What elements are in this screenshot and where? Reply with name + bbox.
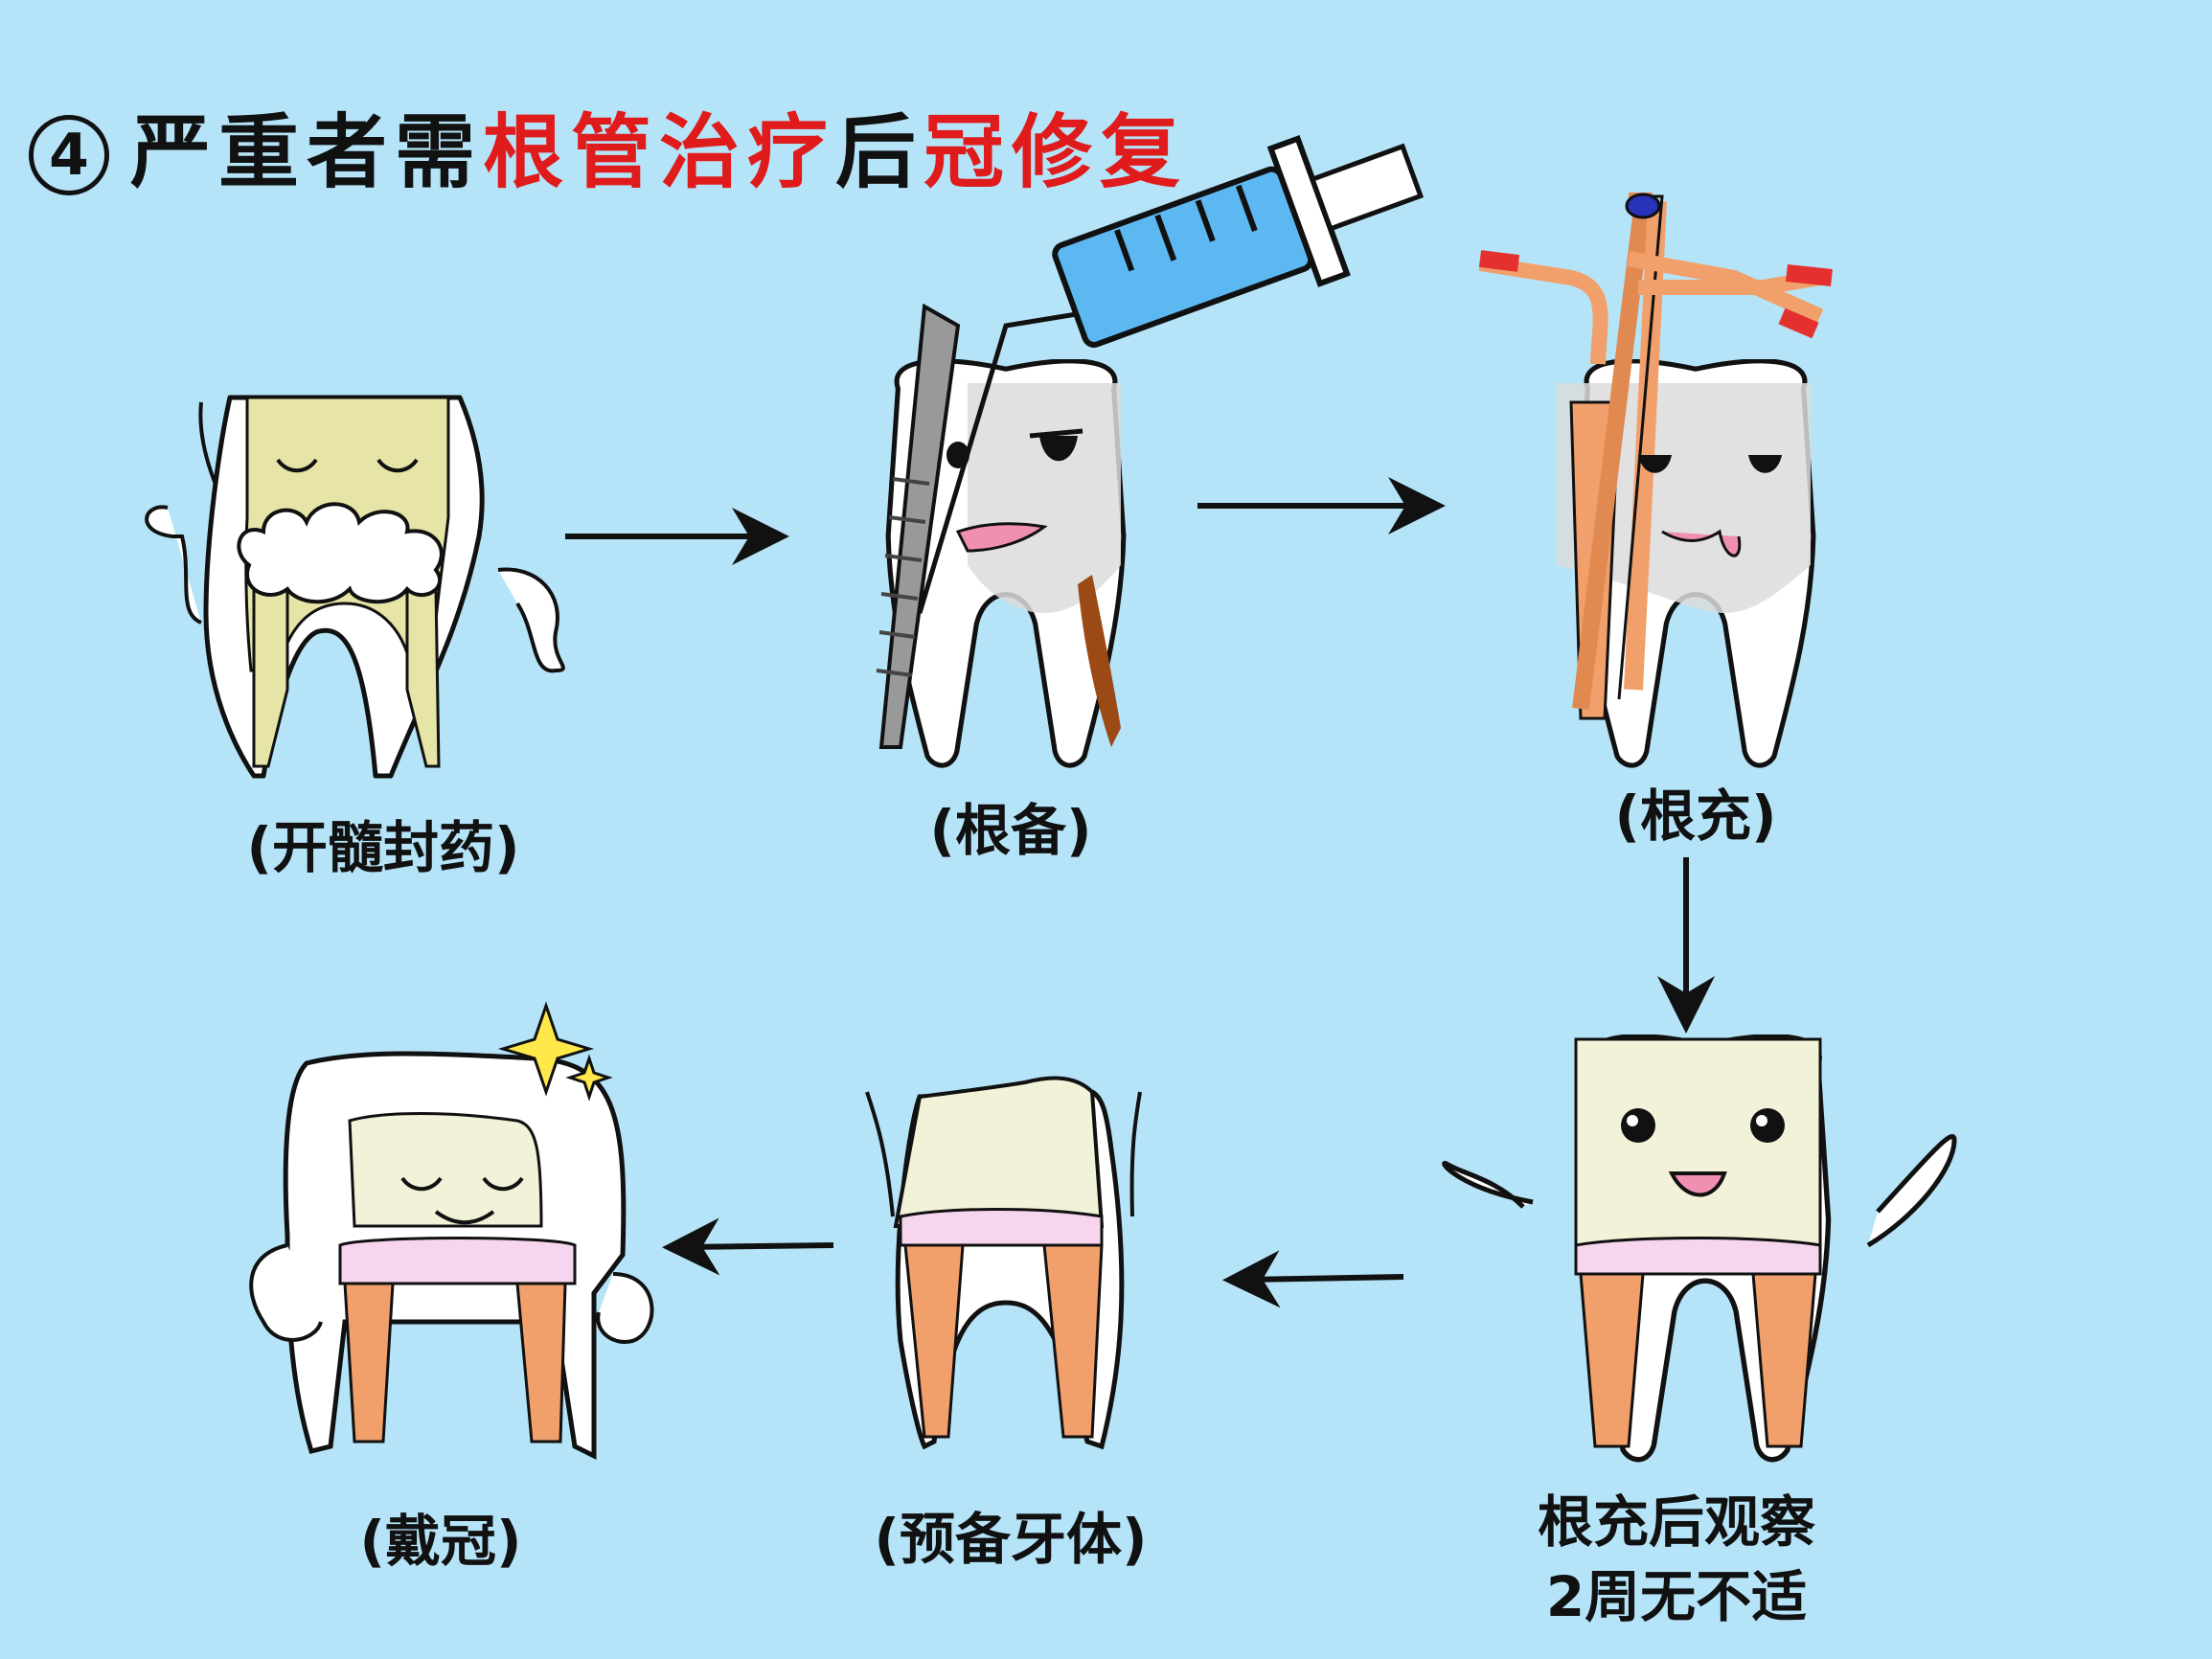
step-label-crown-fitting: (戴冠)	[359, 1509, 522, 1574]
tooth-step-6	[249, 1001, 654, 1461]
small-sparkle-icon	[565, 1054, 613, 1102]
sparkle-icon	[497, 1001, 595, 1097]
step-label-open-pulp: (开髓封药)	[246, 815, 520, 880]
step-label-tooth-preparation: (预备牙体)	[874, 1507, 1148, 1572]
tooth-step-3	[1478, 193, 1833, 765]
step-number-badge: 4	[29, 115, 109, 195]
flow-arrows	[565, 477, 1715, 1308]
step-label-observation: 根充后观察 2周无不适	[1538, 1485, 1815, 1634]
title-part-1: 严重者需	[130, 105, 484, 199]
observation-line-1: 根充后观察	[1537, 1489, 1816, 1555]
step-label-root-filling: (根充)	[1614, 784, 1777, 849]
tooth-step-2	[876, 302, 1136, 765]
page-title: 4 严重者需根管治疗后冠修复	[29, 88, 1188, 204]
arrow-5-to-6	[662, 1217, 834, 1276]
title-highlight-crown-restoration: 冠修复	[924, 105, 1189, 199]
tooth-step-4	[1442, 1036, 1957, 1460]
title-part-3: 后	[835, 105, 924, 199]
observation-line-2: 2周无不适	[1545, 1564, 1808, 1629]
tooth-step-5	[865, 1076, 1142, 1450]
arrow-4-to-5	[1222, 1250, 1404, 1308]
irrigation-syringe	[1052, 134, 1425, 348]
title-highlight-root-canal: 根管治疗	[483, 105, 836, 199]
step-label-root-preparation: (根备)	[929, 798, 1092, 863]
tooth-step-1	[145, 395, 565, 779]
